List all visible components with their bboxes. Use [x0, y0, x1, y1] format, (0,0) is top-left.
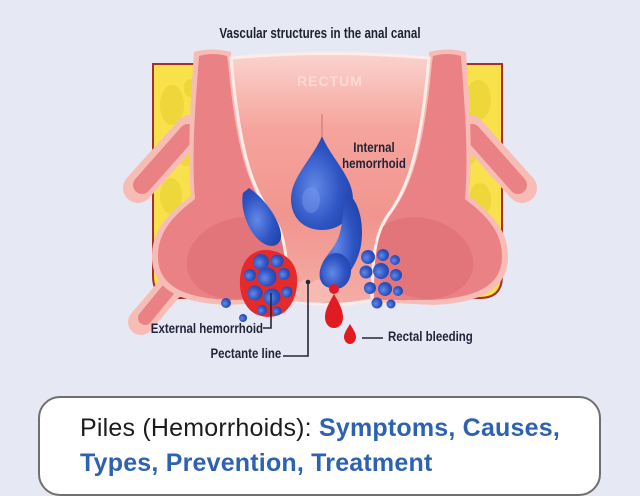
caption-prefix: Piles (Hemorrhoids): — [80, 414, 319, 442]
internal-hemorrhoid-drop — [291, 114, 353, 230]
rectum-label: RECTUM — [297, 73, 363, 89]
vein-cluster-right — [359, 249, 403, 309]
vessel-bottom-left — [128, 275, 183, 335]
prolapsed-hemorrhoid — [319, 193, 362, 289]
internal-hemorrhoid-label: Internal hemorrhoid — [342, 140, 406, 171]
caption-highlight: Symptoms, Causes, Types, Prevention, Tre… — [80, 414, 560, 477]
caption-card: Piles (Hemorrhoids): Symptoms, Causes, T… — [38, 396, 601, 496]
leader-lines — [263, 279, 383, 357]
pectante-line-label: Pectante line — [210, 346, 281, 361]
hemorrhoid-left-wall — [242, 188, 282, 246]
caption-text: Piles (Hemorrhoids): Symptoms, Causes, T… — [80, 411, 585, 481]
external-hemorrhoid-label: External hemorrhoid — [150, 321, 263, 336]
diagram-title: Vascular structures in the anal canal — [219, 26, 421, 42]
blood-drops — [325, 284, 356, 344]
anatomy-illustration — [0, 0, 640, 357]
rectal-bleeding-label: Rectal bleeding — [388, 329, 473, 344]
external-hemorrhoid-cluster — [221, 249, 298, 322]
